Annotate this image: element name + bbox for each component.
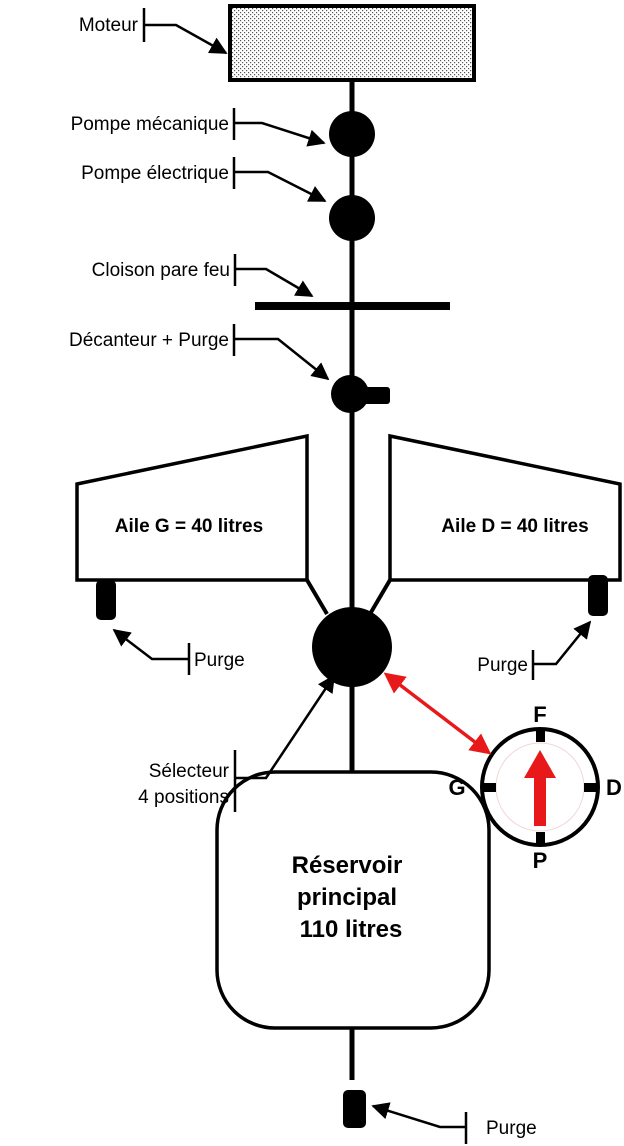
- main-tank-label-1: Réservoir: [292, 852, 403, 879]
- label-decanteur: Décanteur + Purge: [69, 330, 229, 351]
- label-selecteur-2: 4 positions: [138, 787, 229, 808]
- label-purge-left: Purge: [194, 650, 245, 671]
- label-moteur: Moteur: [79, 15, 139, 36]
- label-pompe-electrique: Pompe électrique: [81, 163, 229, 184]
- right-wing-tank: [388, 433, 622, 582]
- dial-label-top: F: [533, 702, 546, 727]
- dial-label-bottom: P: [533, 848, 548, 873]
- right-wing-label: Aile D = 40 litres: [441, 516, 588, 537]
- label-cloison: Cloison pare feu: [92, 260, 230, 281]
- left-tank-feed: [305, 578, 329, 616]
- dial-label-left: G: [448, 775, 465, 800]
- label-selecteur-1: Sélecteur: [149, 761, 230, 782]
- main-tank-label-2: principal: [297, 884, 397, 911]
- dial-tick-left: [482, 783, 496, 792]
- main-tank-drain: [343, 1090, 366, 1128]
- label-pompe-mecanique: Pompe mécanique: [71, 114, 229, 135]
- dial-tick-bottom: [536, 832, 545, 846]
- label-purge-bottom: Purge: [486, 1118, 537, 1139]
- dial-tick-right: [584, 783, 598, 792]
- decanter-purge: [360, 387, 390, 404]
- main-tank-label-3: 110 litres: [300, 916, 403, 943]
- left-wing-drain: [96, 580, 116, 620]
- electric-pump: [329, 195, 375, 241]
- selector-dial: [480, 727, 600, 847]
- right-tank-feed: [368, 578, 392, 616]
- main-tank: [215, 770, 491, 1030]
- left-wing-tank: [75, 433, 309, 582]
- left-wing-label: Aile G = 40 litres: [115, 516, 263, 537]
- dial-label-right: D: [606, 775, 622, 800]
- engine-box: [228, 4, 476, 82]
- dial-tick-top: [536, 728, 545, 742]
- fuel-selector: [312, 607, 392, 687]
- selector-link-arrow: [383, 672, 492, 755]
- right-wing-drain: [588, 575, 608, 616]
- callout-lines: [112, 8, 592, 1144]
- dial-pointer-head: [524, 750, 556, 778]
- decanter: [331, 375, 369, 413]
- mechanical-pump: [329, 111, 375, 157]
- label-purge-right: Purge: [477, 655, 528, 676]
